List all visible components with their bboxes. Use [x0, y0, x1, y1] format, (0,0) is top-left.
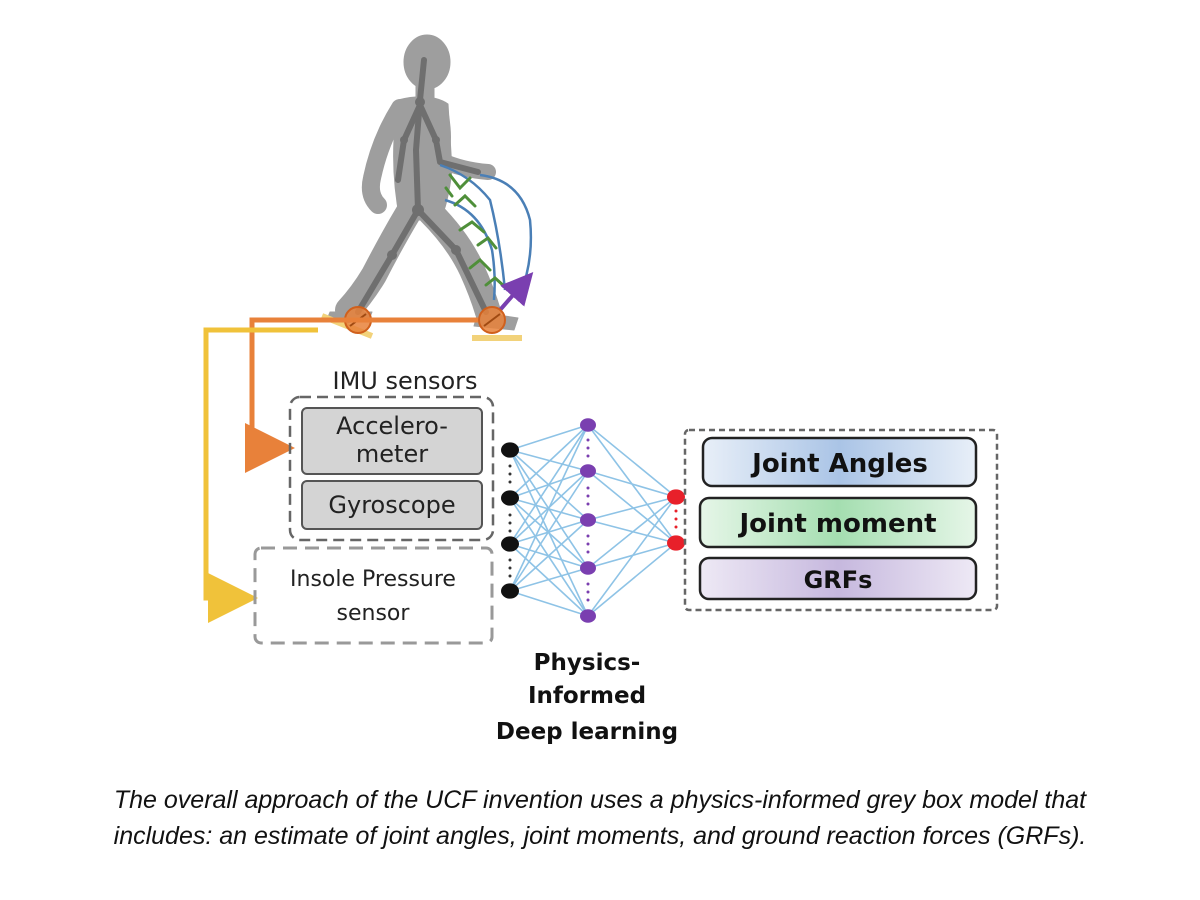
- caption-line-2: includes: an estimate of joint angles, j…: [113, 822, 1087, 850]
- joint-angles-label: Joint Angles: [750, 449, 928, 479]
- network-connection: [509, 497, 589, 569]
- network-connection: [587, 470, 677, 498]
- input-node: [501, 583, 519, 599]
- hidden-node: [580, 561, 596, 575]
- network-connection: [509, 470, 589, 592]
- network-connection: [587, 470, 677, 544]
- network-connection: [509, 424, 589, 499]
- network-label-3: Deep learning: [496, 719, 678, 745]
- hidden-node: [580, 464, 596, 478]
- input-node: [501, 536, 519, 552]
- hidden-node: [580, 609, 596, 623]
- network-connection: [587, 496, 677, 569]
- network-connection: [587, 496, 677, 521]
- foot-sensor-right: [472, 306, 522, 341]
- joint-moment-box: Joint moment: [698, 496, 978, 549]
- gyroscope-label: Gyroscope: [328, 491, 455, 519]
- network-connection: [509, 424, 589, 451]
- network-connection: [509, 424, 589, 592]
- network-connection: [509, 497, 589, 617]
- caption-line-1: The overall approach of the UCF inventio…: [113, 786, 1087, 814]
- network-connection: [509, 567, 589, 592]
- joint-moment-label: Joint moment: [737, 509, 936, 539]
- imu-sensors-title: IMU sensors: [332, 367, 477, 395]
- network-dots: [508, 438, 678, 602]
- output-node: [667, 489, 685, 505]
- network-connection: [587, 424, 677, 498]
- network-connection: [587, 542, 677, 617]
- pressure-signal-arrow: [203, 327, 318, 623]
- accelerometer-box: Accelero- meter: [301, 407, 483, 475]
- figure-caption: The overall approach of the UCF inventio…: [0, 782, 1200, 854]
- insole-pressure-box: Insole Pressure sensor: [253, 546, 494, 645]
- joint-angles-box: Joint Angles: [701, 436, 978, 488]
- grfs-label: GRFs: [804, 566, 873, 594]
- insole-label-2: sensor: [337, 601, 411, 626]
- imu-sensors-group: [288, 395, 495, 542]
- network-connection: [509, 590, 589, 617]
- walking-figure: [325, 34, 519, 331]
- muscle-force-lines: [439, 163, 534, 312]
- network-connection: [587, 496, 677, 617]
- network-nodes: [501, 418, 685, 623]
- imu-signal-arrow: [245, 317, 478, 473]
- accelerometer-label-2: meter: [356, 440, 428, 468]
- network-connection: [509, 424, 589, 545]
- hidden-node: [580, 513, 596, 527]
- network-label-1: Physics-: [534, 650, 641, 676]
- network-connection: [509, 519, 589, 592]
- input-node: [501, 490, 519, 506]
- outputs-group: [683, 428, 999, 612]
- input-node: [501, 442, 519, 458]
- output-node: [667, 535, 685, 551]
- hidden-node: [580, 418, 596, 432]
- network-label-2: Informed: [528, 683, 646, 709]
- gyroscope-box: Gyroscope: [301, 480, 483, 530]
- accelerometer-label-1: Accelero-: [336, 412, 448, 440]
- network-connections: [509, 424, 677, 617]
- insole-label-1: Insole Pressure: [290, 567, 456, 592]
- grfs-box: GRFs: [698, 556, 978, 601]
